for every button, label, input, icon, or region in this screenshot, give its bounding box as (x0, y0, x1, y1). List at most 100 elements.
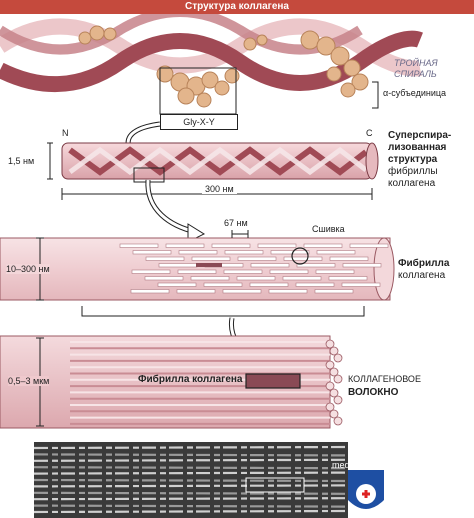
tropocollagen-molecule (316, 250, 356, 255)
fibril-cut-end (329, 388, 339, 398)
fiber-fibril-label: Фибрилла коллагена (138, 374, 243, 385)
tropocollagen-molecule (144, 276, 184, 281)
supercoil-diameter-label: 1,5 нм (8, 156, 35, 166)
tropocollagen-molecule (224, 250, 264, 255)
n-terminus-label: N (62, 128, 69, 138)
subunit-label: α-субъединица (383, 88, 447, 98)
tropocollagen-molecule (303, 243, 343, 248)
micrograph-band (33, 491, 349, 495)
tropocollagen-molecule (314, 289, 354, 294)
fiber-caption-2: ВОЛОКНО (348, 387, 399, 398)
fibril-diameter-label: 10–300 нм (6, 264, 50, 274)
tropocollagen-molecule (178, 250, 218, 255)
supercoil-rod (47, 142, 379, 200)
highlighted-molecule (196, 263, 222, 267)
fibril-cut-end (325, 360, 335, 370)
tropocollagen-molecule (190, 276, 230, 281)
helix-strand-dark (0, 30, 423, 93)
tropocollagen-molecule (223, 269, 263, 274)
fibril-cut-end (329, 367, 339, 377)
micrograph-highlight-box (245, 477, 305, 493)
micrograph-band (33, 445, 349, 450)
triple-helix-label-1: ТРОЙНАЯ (394, 58, 438, 68)
tropocollagen-molecule (329, 256, 369, 261)
meduniver-logo (348, 470, 384, 509)
tropocollagen-molecule (211, 243, 251, 248)
micrograph-band (33, 471, 349, 475)
watermark-text: meduniver.com (332, 460, 394, 470)
tropocollagen-molecule (295, 282, 335, 287)
tropocollagen-molecule (131, 269, 171, 274)
micrograph-band (33, 453, 349, 457)
tropocollagen-molecule (222, 289, 262, 294)
fibril-highlight-box (245, 373, 301, 389)
tropocollagen-molecule (237, 256, 277, 261)
tropocollagen-molecule (283, 256, 323, 261)
micrograph-band (33, 497, 349, 501)
subunit-bracket (372, 81, 379, 109)
tropocollagen-molecule (203, 282, 243, 287)
motif-label: Gly-X-Y (160, 114, 238, 130)
fiber-cut-ends (325, 339, 343, 426)
tropocollagen-molecule (249, 282, 289, 287)
fibril-cut-end (333, 353, 343, 363)
tropocollagen-molecule (158, 263, 198, 268)
supercoil-length-label: 300 нм (202, 184, 237, 194)
tropocollagen-molecule (132, 250, 172, 255)
tropocollagen-molecule (269, 269, 309, 274)
fibril-cut-end (329, 346, 339, 356)
fibril-caption-2: коллагена (398, 270, 446, 281)
tropocollagen-molecule (315, 269, 355, 274)
triple-helix (0, 7, 423, 115)
period-label: 67 нм (224, 218, 248, 228)
tropocollagen-molecule (342, 263, 382, 268)
fibril (0, 230, 395, 317)
micrograph-band (33, 484, 349, 488)
page-title: Структура коллагена (0, 0, 474, 14)
fibril-cut-end (325, 402, 335, 412)
fiber-diameter-label: 0,5–3 мкм (8, 376, 50, 386)
micrograph-band (33, 509, 349, 514)
tropocollagen-molecule (176, 289, 216, 294)
fibril-cut-end (333, 374, 343, 384)
fiber-caption-1: КОЛЛАГЕНОВОЕ (348, 374, 421, 384)
tropocollagen-molecule (268, 289, 308, 294)
tropocollagen-molecule (130, 289, 170, 294)
crosslink-marker (291, 247, 309, 265)
supercoil-caption-4: фибриллы (388, 166, 438, 177)
tropocollagen-molecule (250, 263, 290, 268)
supercoil-caption-1: Суперспира- (388, 130, 452, 141)
tropocollagen-molecule (177, 269, 217, 274)
tropocollagen-molecule (157, 282, 197, 287)
tropocollagen-molecule (270, 250, 310, 255)
amino-acid-beads (78, 25, 369, 108)
fibril-cut-end (325, 339, 335, 349)
micrograph-band (33, 466, 349, 470)
electron-micrograph (33, 442, 349, 518)
fibril-cut-end (325, 381, 335, 391)
tropocollagen-molecule (145, 256, 185, 261)
tropocollagen-molecule (296, 263, 336, 268)
triple-helix-label-2: СПИРАЛЬ (394, 69, 437, 79)
tropocollagen-molecule (119, 243, 159, 248)
fibril-caption-1: Фибрилла (398, 258, 450, 269)
crosslink-label: Сшивка (312, 224, 345, 234)
micrograph-band (33, 478, 349, 483)
micrograph-band (33, 504, 349, 508)
supercoil-caption-5: коллагена (388, 178, 436, 189)
tropocollagen-molecule (191, 256, 231, 261)
fibril-cut-end (333, 416, 343, 426)
tropocollagen-molecule (257, 243, 297, 248)
tropocollagen-molecule (349, 243, 389, 248)
supercoil-caption-3: структура (388, 154, 438, 165)
tropocollagen-molecule (282, 276, 322, 281)
c-terminus-label: C (366, 128, 373, 138)
fibril-cut-end (333, 395, 343, 405)
supercoil-caption-2: лизованная (388, 142, 447, 153)
fibril-cut-end (329, 409, 339, 419)
tropocollagen-molecule (236, 276, 276, 281)
tropocollagen-molecule (165, 243, 205, 248)
tropocollagen-molecule (341, 282, 381, 287)
micrograph-band (33, 458, 349, 462)
